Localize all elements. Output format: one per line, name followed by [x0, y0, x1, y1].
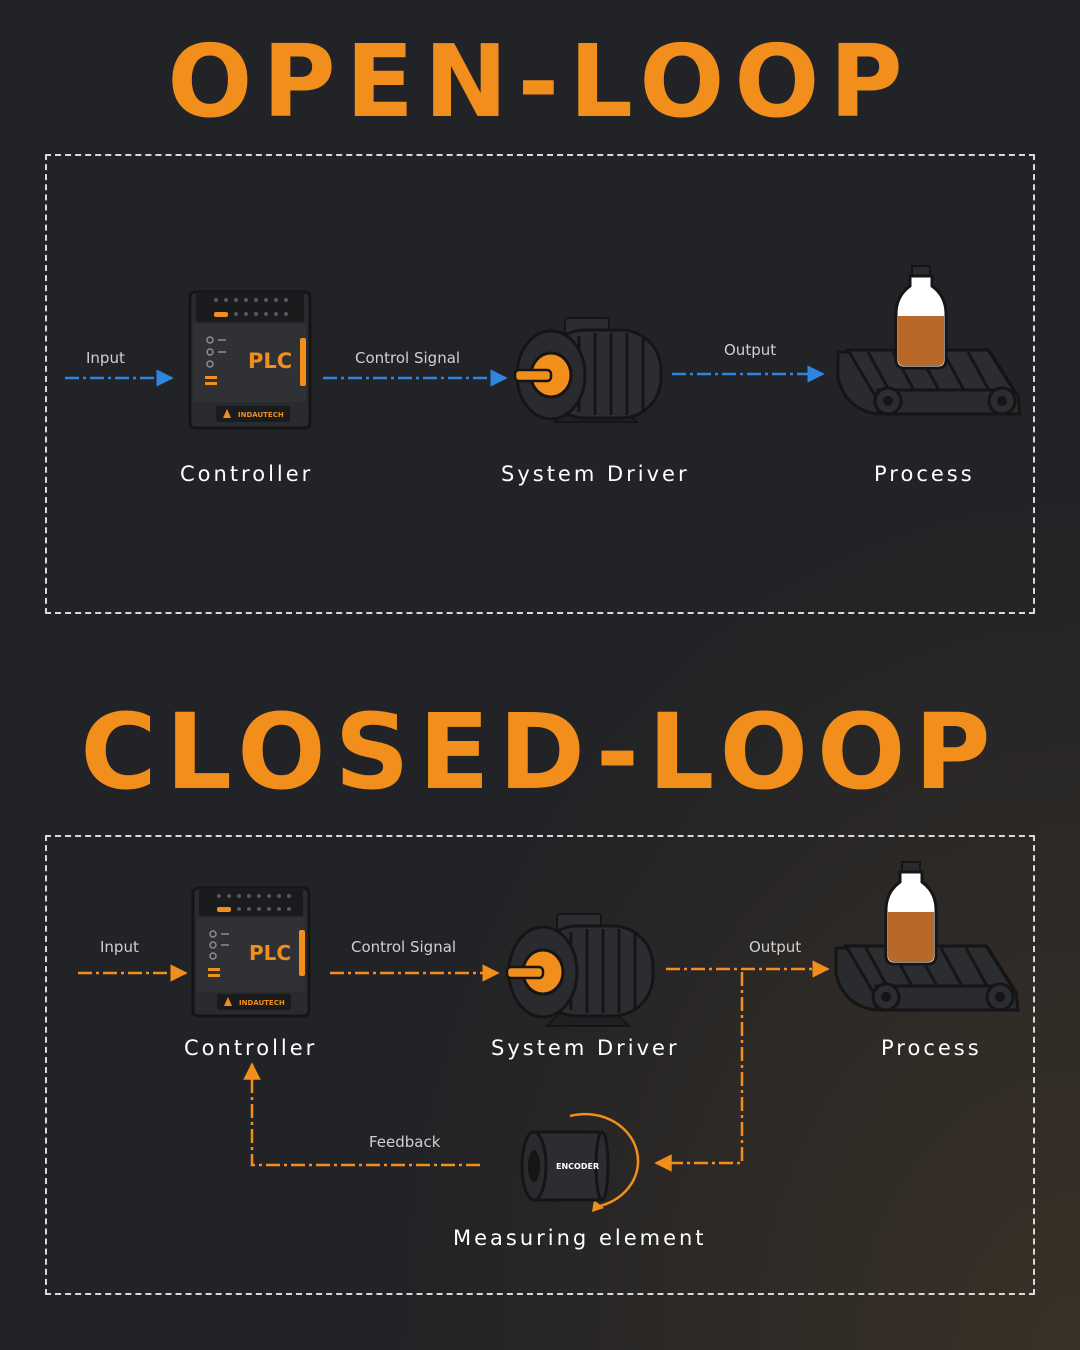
closed-system-driver-label: System Driver [491, 1036, 680, 1060]
open-output-label: Output [724, 341, 777, 359]
svg-text:PLC: PLC [248, 349, 292, 373]
open-system-driver-label: System Driver [501, 462, 690, 486]
conveyor-process-icon [836, 265, 1022, 416]
plc-controller-icon: INDAUTECH PLC [191, 886, 311, 1018]
encoder-icon: ENCODER [520, 1112, 640, 1212]
motor-icon [513, 317, 663, 423]
closed-measuring-element-label: Measuring element [453, 1226, 707, 1250]
plc-controller-icon: INDAUTECH PLC [188, 290, 312, 430]
svg-text:PLC: PLC [249, 941, 291, 965]
svg-text:INDAUTECH: INDAUTECH [239, 999, 285, 1007]
closed-control-signal-label: Control Signal [351, 938, 457, 956]
open-process-label: Process [874, 462, 975, 486]
open-loop-title: OPEN-LOOP [167, 23, 913, 140]
conveyor-process-icon [834, 861, 1020, 1012]
closed-feedback-label: Feedback [369, 1133, 441, 1151]
closed-loop-title: CLOSED-LOOP [80, 691, 1000, 813]
open-control-signal-label: Control Signal [355, 349, 461, 367]
closed-controller-label: Controller [184, 1036, 318, 1060]
motor-icon [505, 913, 655, 1027]
closed-loop-panel [45, 835, 1035, 1295]
open-controller-label: Controller [180, 462, 314, 486]
closed-process-label: Process [881, 1036, 982, 1060]
closed-feedback-arrow [243, 1062, 480, 1167]
open-loop-panel [45, 154, 1035, 614]
closed-output-label: Output [749, 938, 802, 956]
svg-text:INDAUTECH: INDAUTECH [238, 411, 284, 419]
open-input-label: Input [86, 349, 125, 367]
closed-input-label: Input [100, 938, 139, 956]
svg-text:ENCODER: ENCODER [556, 1162, 599, 1171]
closed-output-to-sensor-arrow [654, 972, 744, 1172]
